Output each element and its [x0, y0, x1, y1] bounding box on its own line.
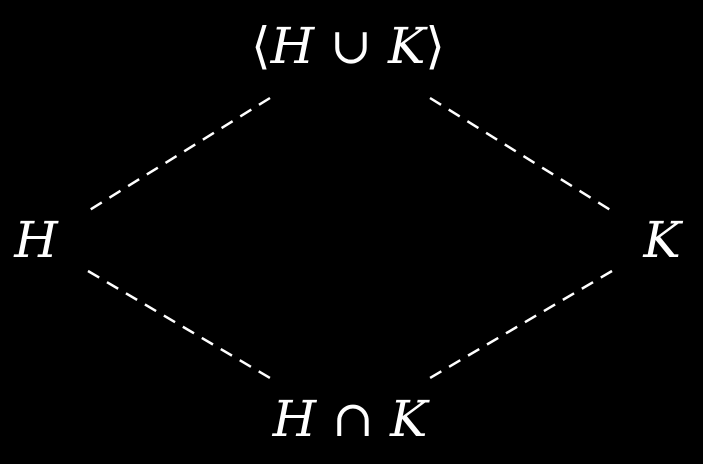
- node-k-label: K: [643, 211, 681, 269]
- intersection-symbol: ∩: [316, 390, 390, 448]
- edge-top-right: [429, 96, 613, 213]
- join-operand-h: H: [270, 17, 315, 75]
- meet-operand-h: H: [272, 390, 317, 448]
- edge-top-left: [87, 96, 271, 213]
- edge-left-bottom: [87, 269, 271, 380]
- node-h: H: [14, 215, 58, 265]
- node-h-label: H: [14, 211, 58, 269]
- meet-operand-k: K: [389, 390, 428, 448]
- open-bracket: ⟨: [251, 17, 271, 75]
- union-symbol: ∪: [314, 17, 388, 75]
- node-meet: H ∩ K: [273, 394, 428, 444]
- join-operand-k: K: [387, 17, 426, 75]
- node-k: K: [643, 215, 680, 265]
- edge-right-bottom: [429, 269, 613, 380]
- close-bracket: ⟩: [425, 17, 445, 75]
- node-join: ⟨H ∪ K⟩: [251, 21, 445, 71]
